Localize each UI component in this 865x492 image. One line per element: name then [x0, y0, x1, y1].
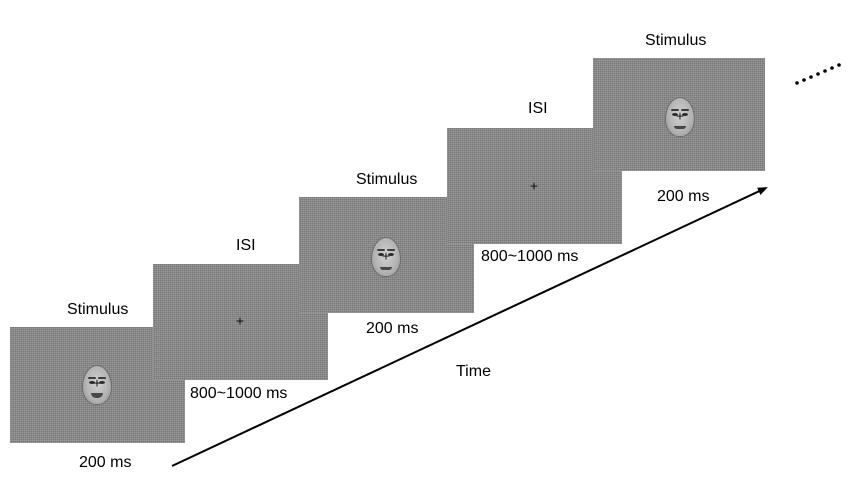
neutral-face-image	[371, 237, 401, 277]
frame-2-screen	[153, 264, 328, 380]
frame-4-duration: 800~1000 ms	[481, 248, 579, 265]
face-brow	[671, 109, 679, 111]
happy-face-image	[82, 365, 112, 405]
face-brow	[88, 377, 96, 379]
face-mouth	[91, 393, 103, 398]
frame-3-label: Stimulus	[356, 171, 418, 188]
face-eye	[378, 253, 384, 256]
face-eye	[672, 113, 678, 116]
face-eye	[388, 253, 394, 256]
fixation-cross: +	[675, 109, 685, 123]
face-brow	[98, 377, 106, 379]
frame-2-duration: 800~1000 ms	[190, 385, 288, 402]
fixation-cross: +	[92, 376, 102, 390]
face-eye	[99, 381, 105, 384]
frame-4-screen	[447, 128, 622, 244]
frame-1-label: Stimulus	[67, 301, 129, 318]
fixation-cross: +	[529, 179, 539, 193]
neutral-face-image	[665, 97, 695, 137]
face-mouth	[380, 267, 392, 270]
face-mouth	[674, 126, 686, 129]
frame-1-duration: 200 ms	[79, 454, 132, 471]
frame-2-label: ISI	[236, 237, 256, 254]
frame-5-label: Stimulus	[645, 32, 707, 49]
continuation-ellipsis-icon	[795, 63, 841, 85]
frame-4-label: ISI	[528, 100, 548, 117]
frame-5-duration: 200 ms	[657, 188, 710, 205]
face-brow	[681, 109, 689, 111]
face-eye	[89, 381, 95, 384]
fixation-cross: +	[235, 314, 245, 328]
face-brow	[387, 249, 395, 251]
time-arrow	[171, 187, 768, 467]
time-axis-label: Time	[456, 363, 491, 380]
face-brow	[377, 249, 385, 251]
fixation-cross: +	[381, 249, 391, 263]
face-eye	[682, 113, 688, 116]
frame-3-duration: 200 ms	[366, 320, 419, 337]
